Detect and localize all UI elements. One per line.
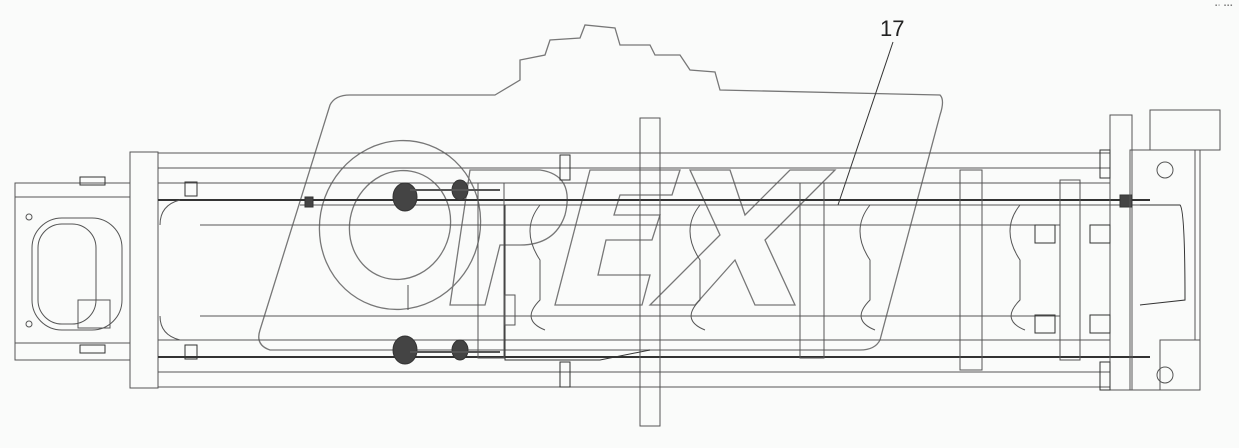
corner-mark: ▪▫ ▪▪▪ <box>1215 3 1234 9</box>
callout-leader-line <box>837 41 894 206</box>
frame-assembly <box>14 109 1221 427</box>
callout-label-17: 17 <box>880 16 905 41</box>
opex-watermark-logo <box>258 24 944 351</box>
